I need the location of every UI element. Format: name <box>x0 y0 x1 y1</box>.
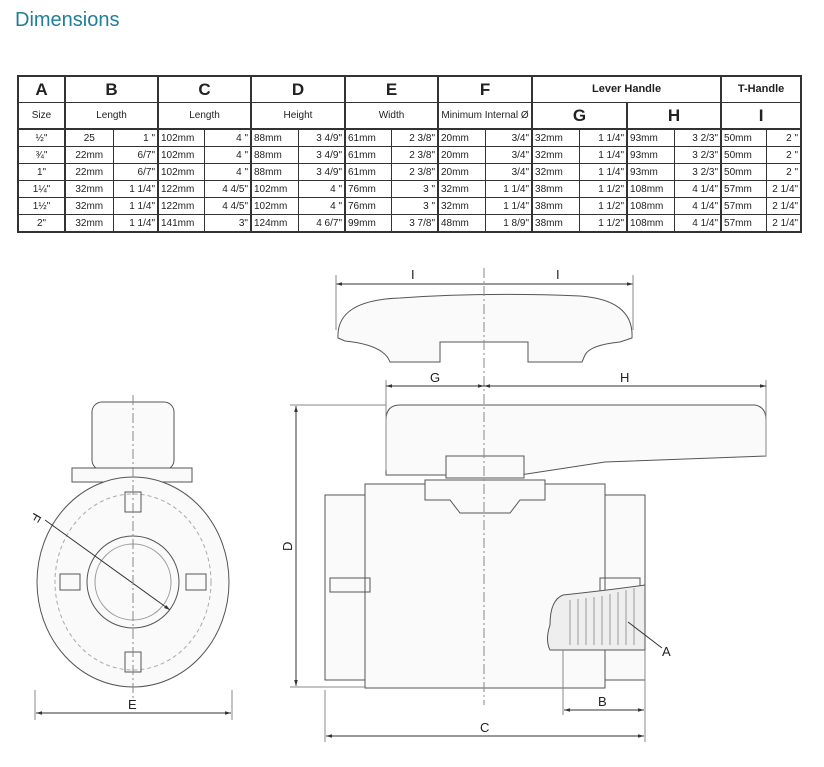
header-g: G <box>531 102 629 130</box>
value-cell: 122mm <box>157 197 205 215</box>
value-cell: 1 1/4" <box>484 197 533 215</box>
label-d: D <box>280 542 295 551</box>
value-cell: 4 4/5" <box>203 197 252 215</box>
label-i-left: I <box>411 267 415 282</box>
size-cell: 2" <box>17 214 66 233</box>
label-f: F <box>27 511 44 525</box>
value-cell: 124mm <box>250 214 299 233</box>
label-c: C <box>480 720 489 735</box>
header-row-letters: A B C D E F Lever Handle T-Handle <box>17 75 803 103</box>
sub-size: Size <box>17 102 66 130</box>
value-cell: 4 6/7" <box>297 214 346 233</box>
header-b: B <box>64 75 159 103</box>
sub-f: Minimum Internal Ø <box>436 102 534 130</box>
value-cell: 108mm <box>626 197 675 215</box>
dimensions-table: A B C D E F Lever Handle T-Handle Size L… <box>17 75 803 233</box>
value-cell: 57mm <box>720 214 767 233</box>
value-cell: 141mm <box>157 214 205 233</box>
value-cell: 2 1/4" <box>765 197 803 215</box>
header-f: F <box>436 75 534 103</box>
sub-b: Length <box>64 102 159 130</box>
label-a: A <box>662 644 671 659</box>
value-cell: 32mm <box>64 214 114 233</box>
side-view <box>290 268 767 742</box>
header-lever-handle: Lever Handle <box>531 75 723 103</box>
header-c: C <box>157 75 252 103</box>
sub-d: Height <box>250 102 346 130</box>
label-g: G <box>430 370 440 385</box>
header-i: I <box>720 102 803 130</box>
sub-e: Width <box>344 102 439 130</box>
value-cell: 76mm <box>344 197 392 215</box>
front-view <box>34 395 233 720</box>
label-b: B <box>598 694 607 709</box>
t-handle-view <box>335 275 634 363</box>
header-d: D <box>250 75 346 103</box>
value-cell: 3 7/8" <box>390 214 439 233</box>
value-cell: 57mm <box>720 197 767 215</box>
value-cell: 3" <box>203 214 252 233</box>
value-cell: 38mm <box>531 197 580 215</box>
header-t-handle: T-Handle <box>720 75 803 103</box>
value-cell: 4 1/4" <box>673 214 722 233</box>
value-cell: 3 " <box>390 197 439 215</box>
sub-c: Length <box>157 102 252 130</box>
header-h: H <box>626 102 723 130</box>
value-cell: 2 1/4" <box>765 214 803 233</box>
label-i-right: I <box>556 267 560 282</box>
label-e: E <box>128 697 137 712</box>
label-h: H <box>620 370 629 385</box>
value-cell: 48mm <box>437 214 486 233</box>
page-title: Dimensions <box>15 9 120 31</box>
value-cell: 108mm <box>626 214 675 233</box>
header-row-sub: Size Length Length Height Width Minimum … <box>17 102 803 130</box>
header-a: A <box>17 75 66 103</box>
